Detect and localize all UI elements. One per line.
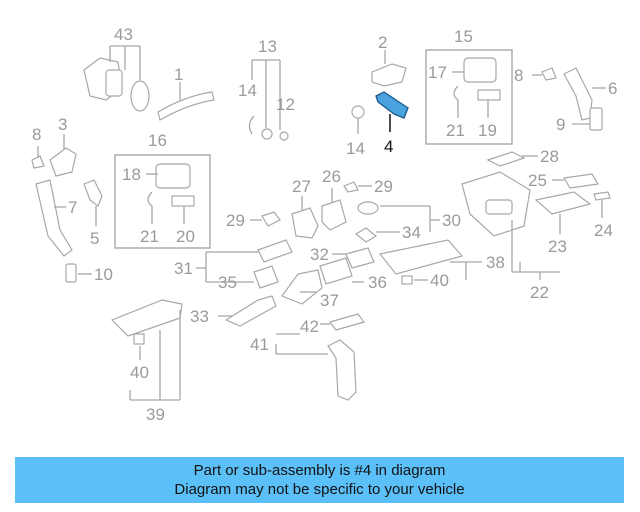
part-29-shape-left (261, 211, 281, 227)
callout-3: 3 (58, 115, 67, 134)
callout-22: 22 (530, 283, 549, 302)
part-4-highlighted-shape (375, 91, 409, 119)
callout-2: 2 (378, 33, 387, 52)
callout-17-top: 17 (428, 63, 447, 82)
part-9-shape (589, 107, 603, 131)
part-39-shape (110, 299, 183, 337)
callout-23: 23 (548, 237, 567, 256)
part-27-shape (321, 199, 347, 231)
part-8-shape-right (541, 67, 557, 81)
part-13-shape (248, 115, 255, 135)
callout-5: 5 (90, 229, 99, 248)
part-38-shape (378, 239, 464, 275)
callout-30: 30 (442, 211, 461, 230)
callout-21-top: 21 (446, 121, 465, 140)
part-32-shape (345, 247, 375, 269)
callout-40-mid: 40 (430, 271, 449, 290)
part-43-shape-c (130, 80, 150, 112)
callout-31: 31 (174, 259, 193, 278)
callout-24: 24 (594, 221, 613, 240)
part-10-shape (65, 263, 77, 283)
part-2-shape (371, 63, 407, 87)
part-29-shape-upper (343, 181, 359, 193)
part-42-shape (328, 313, 366, 331)
callout-19: 19 (478, 121, 497, 140)
part-20-shape (171, 195, 195, 207)
callout-27: 26 (322, 167, 341, 186)
part-26-shape (486, 151, 526, 167)
callout-37: 37 (320, 291, 339, 310)
part-17-shape-group16 (155, 163, 191, 189)
callout-1: 1 (174, 65, 183, 84)
part-24-shape (593, 191, 611, 201)
banner-line-1: Part or sub-assembly is #4 in diagram (193, 462, 446, 479)
part-8-shape-left (31, 155, 45, 169)
part-22-vent (485, 199, 513, 215)
part-37-shape (281, 269, 323, 305)
callout-13: 14 (238, 81, 257, 100)
callout-32: 32 (310, 245, 329, 264)
part-34-shape (354, 227, 378, 243)
part-19-shape (477, 89, 501, 101)
part-1-shape (157, 91, 215, 121)
part-41-shape (327, 339, 357, 401)
part-21-shape-lower (147, 191, 153, 207)
part-33-shape (224, 295, 277, 327)
part-21-shape-upper (453, 85, 459, 101)
part-25-shape (563, 173, 599, 189)
callout-26: 28 (540, 147, 559, 166)
callout-9: 9 (556, 115, 565, 134)
part-14-shape (351, 105, 365, 119)
callout-29-left: 29 (226, 211, 245, 230)
callout-21-lower: 21 (140, 227, 159, 246)
part-11-clip (261, 128, 273, 140)
callout-16: 16 (148, 131, 167, 150)
part-30-shape-a (357, 201, 379, 215)
part-6-shape (563, 67, 593, 121)
callout-10: 10 (94, 265, 113, 284)
part-36-shape (319, 257, 353, 285)
callout-33: 33 (190, 307, 209, 326)
callout-15: 15 (454, 27, 473, 46)
callout-43: 43 (114, 25, 133, 44)
part-7-shape (35, 179, 73, 257)
parts-diagram: 43 1 13 14 12 2 4 14 15 17 21 19 8 6 9 8… (31, 25, 617, 424)
callout-28: 27 (292, 177, 311, 196)
callout-25: 25 (528, 171, 547, 190)
callout-4-highlighted: 4 (384, 137, 393, 156)
callout-18: 18 (122, 165, 141, 184)
callout-8-right: 8 (514, 66, 523, 85)
callout-14: 14 (346, 139, 365, 158)
part-40-shape-mid (401, 275, 413, 285)
callout-29-upper: 29 (374, 177, 393, 196)
group-box-16 (114, 154, 211, 249)
part-23-shape (534, 191, 592, 215)
part-35-shape (253, 265, 279, 289)
callout-8-left: 8 (32, 125, 41, 144)
callout-20: 20 (176, 227, 195, 246)
callout-6: 6 (608, 79, 617, 98)
callout-38: 38 (486, 253, 505, 272)
callout-35: 35 (218, 273, 237, 292)
group-box-15 (425, 49, 513, 145)
callout-34: 34 (402, 223, 421, 242)
callout-41: 41 (250, 335, 269, 354)
part-40-shape-lower (133, 333, 145, 345)
callout-12: 12 (276, 95, 295, 114)
callout-36: 36 (368, 273, 387, 292)
part-17-shape (463, 57, 497, 83)
info-banner: Part or sub-assembly is #4 in diagram Di… (15, 457, 624, 503)
callout-42: 42 (300, 317, 319, 336)
part-5-shape (83, 179, 103, 207)
callout-7: 7 (68, 198, 77, 217)
part-12-clip (279, 131, 289, 141)
part-31-shape (257, 239, 293, 263)
callout-11: 13 (258, 37, 277, 56)
part-43-shape-b (105, 69, 123, 97)
callout-40-lower: 40 (130, 363, 149, 382)
part-3-shape (49, 147, 77, 177)
banner-line-2: Diagram may not be specific to your vehi… (174, 481, 465, 498)
callout-39: 39 (146, 405, 165, 424)
part-28-shape (291, 207, 319, 239)
